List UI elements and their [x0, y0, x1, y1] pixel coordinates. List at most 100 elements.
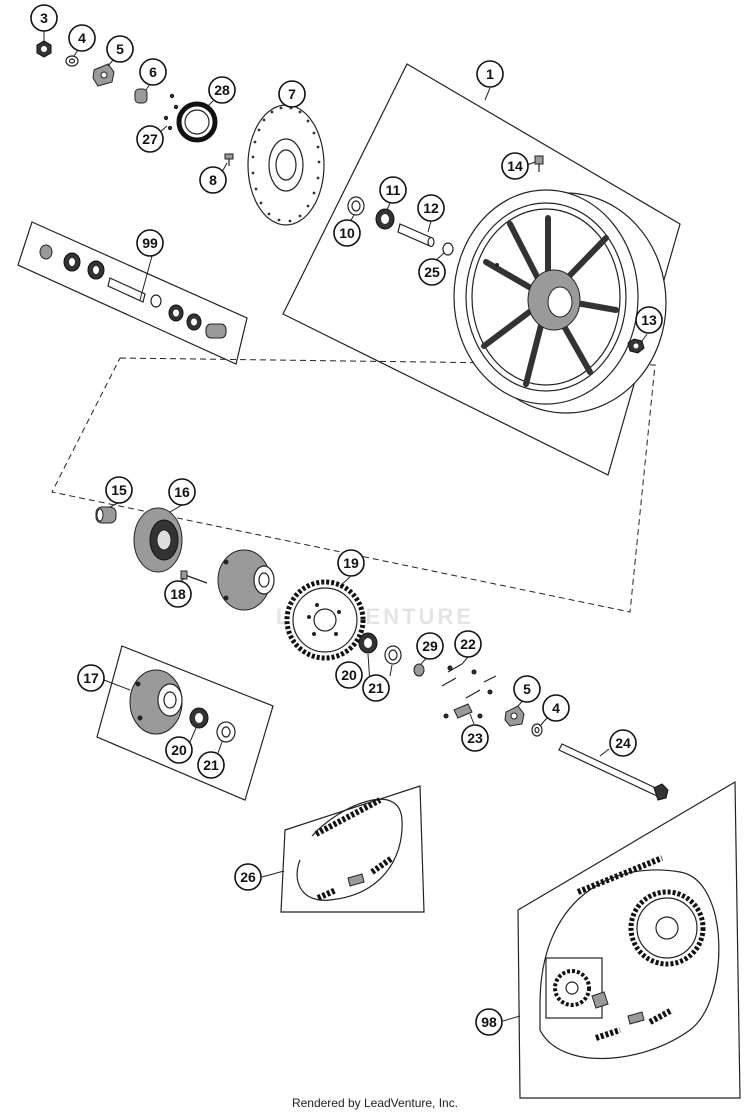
hub-part-17 — [129, 669, 183, 735]
svg-text:21: 21 — [368, 680, 384, 696]
callout-98[interactable]: 98 — [475, 1008, 503, 1036]
svg-text:18: 18 — [170, 586, 186, 602]
callout-13[interactable]: 13 — [635, 306, 663, 334]
callout-24[interactable]: 24 — [609, 729, 637, 757]
brake-disc-part-7 — [247, 104, 325, 226]
svg-text:29: 29 — [422, 638, 438, 654]
ring-part-29 — [413, 663, 425, 677]
svg-text:15: 15 — [111, 482, 127, 498]
callout-26[interactable]: 26 — [234, 863, 262, 891]
svg-text:7: 7 — [288, 86, 296, 102]
svg-text:8: 8 — [209, 172, 217, 188]
sprocket-carrier-hub — [217, 549, 275, 611]
callout-21-upper[interactable]: 21 — [362, 674, 390, 702]
callout-16[interactable]: 16 — [168, 478, 196, 506]
callout-27[interactable]: 27 — [136, 125, 164, 153]
callout-3[interactable]: 3 — [30, 4, 58, 32]
svg-text:27: 27 — [142, 131, 158, 147]
callout-4-lower[interactable]: 4 — [542, 694, 570, 722]
svg-text:11: 11 — [386, 182, 401, 198]
ring-part-25 — [442, 242, 454, 256]
damper-part-16 — [133, 507, 183, 573]
callout-28[interactable]: 28 — [208, 76, 236, 104]
svg-text:25: 25 — [424, 264, 440, 280]
callout-1[interactable]: 1 — [476, 60, 504, 88]
callout-20-lower[interactable]: 20 — [165, 736, 193, 764]
callout-29[interactable]: 29 — [416, 632, 444, 660]
chain-part-26 — [296, 797, 403, 901]
callout-4[interactable]: 4 — [68, 24, 96, 52]
svg-text:20: 20 — [341, 667, 357, 683]
seal-part-21-lower — [216, 721, 236, 743]
svg-text:19: 19 — [343, 555, 359, 571]
svg-text:1: 1 — [486, 66, 494, 82]
dashed-hub-group — [51, 357, 656, 613]
bushing-part-6 — [134, 88, 148, 104]
svg-text:98: 98 — [481, 1014, 497, 1030]
callout-20-upper[interactable]: 20 — [335, 661, 363, 689]
callout-11[interactable]: 11 — [379, 176, 407, 204]
nut-part-3 — [36, 40, 52, 58]
svg-text:28: 28 — [214, 82, 230, 98]
axle-part-24 — [558, 743, 669, 801]
spacer-tube-part-12 — [397, 223, 435, 248]
bearing-part-20-lower — [189, 707, 209, 729]
svg-text:20: 20 — [171, 742, 187, 758]
spacer-part-5 — [92, 63, 115, 87]
callout-15[interactable]: 15 — [105, 476, 133, 504]
svg-text:5: 5 — [523, 681, 531, 697]
callout-21-lower[interactable]: 21 — [197, 751, 225, 779]
adjuster-block-part-5 — [504, 705, 525, 727]
frame-kit-98 — [517, 780, 741, 1099]
callout-5-lower[interactable]: 5 — [513, 675, 541, 703]
callout-18[interactable]: 18 — [164, 580, 192, 608]
svg-text:24: 24 — [615, 735, 631, 751]
svg-text:14: 14 — [507, 158, 523, 174]
frame-kit-99 — [17, 221, 248, 365]
valve-part-14 — [534, 155, 544, 172]
svg-text:5: 5 — [116, 41, 124, 57]
rear-wheel-rim — [453, 189, 667, 414]
callout-19[interactable]: 19 — [337, 549, 365, 577]
rear-sprocket-part-19 — [284, 579, 366, 661]
bearing-part-20 — [358, 632, 378, 654]
svg-text:4: 4 — [78, 30, 86, 46]
nut-part-13 — [627, 338, 645, 354]
svg-text:22: 22 — [460, 636, 476, 652]
callout-14[interactable]: 14 — [501, 152, 529, 180]
frame-chain-26 — [280, 785, 425, 913]
callout-25[interactable]: 25 — [418, 258, 446, 286]
callout-7[interactable]: 7 — [278, 80, 306, 108]
svg-text:16: 16 — [174, 484, 190, 500]
bearing-part-10 — [347, 196, 365, 216]
svg-text:21: 21 — [203, 757, 219, 773]
svg-text:6: 6 — [149, 64, 157, 80]
callout-6[interactable]: 6 — [139, 58, 167, 86]
callout-17[interactable]: 17 — [77, 664, 105, 692]
callout-8[interactable]: 8 — [199, 166, 227, 194]
callout-22[interactable]: 22 — [454, 630, 482, 658]
callout-10[interactable]: 10 — [333, 219, 361, 247]
callout-23[interactable]: 23 — [461, 724, 489, 752]
svg-text:4: 4 — [552, 700, 560, 716]
svg-text:12: 12 — [423, 200, 439, 216]
bolt-part-8 — [224, 153, 234, 166]
frame-hub-17 — [96, 645, 274, 801]
footer-credit: Rendered by LeadVenture, Inc. — [291, 1096, 459, 1110]
svg-text:3: 3 — [40, 10, 48, 26]
svg-text:17: 17 — [83, 670, 99, 686]
leader-lines — [43, 30, 648, 1022]
svg-text:10: 10 — [339, 225, 355, 241]
washer-part-4-lower — [531, 723, 543, 737]
seal-part-21 — [384, 645, 402, 665]
chain-kit-part-98 — [539, 855, 720, 1060]
callout-99[interactable]: 99 — [136, 229, 164, 257]
sensor-ring-part-28 — [176, 101, 218, 143]
small-screws — [163, 93, 179, 131]
callout-5[interactable]: 5 — [106, 35, 134, 63]
svg-text:99: 99 — [142, 235, 158, 251]
callout-12[interactable]: 12 — [417, 194, 445, 222]
svg-text:13: 13 — [641, 312, 657, 328]
svg-text:23: 23 — [467, 730, 483, 746]
